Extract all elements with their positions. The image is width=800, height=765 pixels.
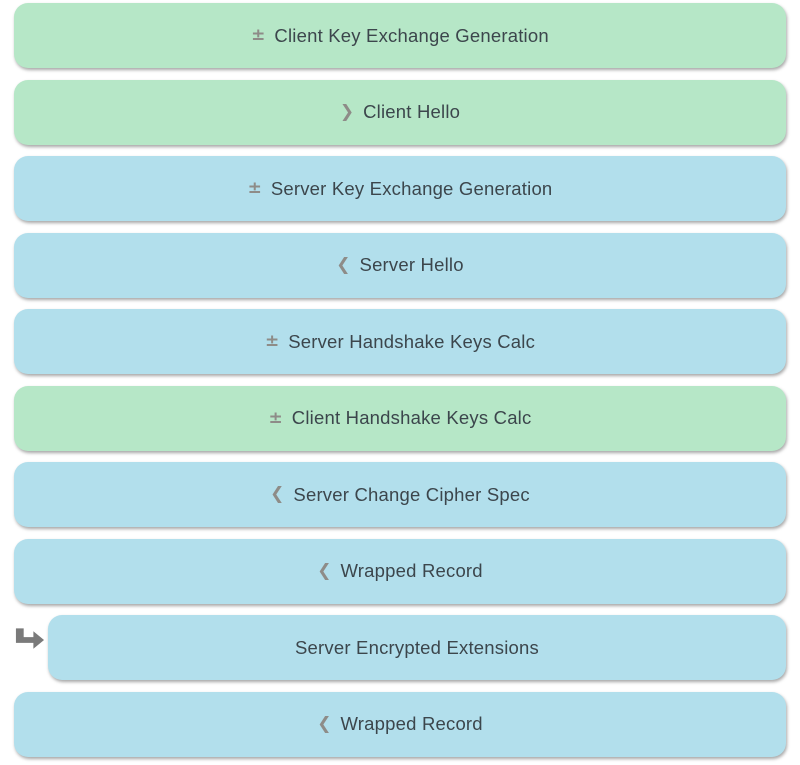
expand-icon: ± [264,331,280,351]
record-row-current: Server Encrypted Extensions [14,615,786,680]
chevron-left-icon: ❮ [336,254,351,275]
record-row: ❮ Server Hello [14,232,786,298]
record-row: ± Server Key Exchange Generation [14,156,786,221]
record-label: Wrapped Record [340,560,483,581]
record-row: ± Client Handshake Keys Calc [14,385,786,451]
record-row: ± Client Key Exchange Generation [14,3,786,68]
record-label: Client Key Exchange Generation [274,24,549,46]
record-label: Server Change Cipher Spec [293,483,530,505]
record-server-handshake-keys-calc[interactable]: ± Server Handshake Keys Calc [14,309,786,374]
expand-icon: ± [247,178,262,198]
chevron-left-icon: ❮ [270,484,285,504]
record-label: Server Hello [359,254,464,275]
record-server-hello[interactable]: ❮ Server Hello [14,232,786,298]
record-client-key-exchange-generation[interactable]: ± Client Key Exchange Generation [14,3,786,68]
record-server-key-exchange-generation[interactable]: ± Server Key Exchange Generation [14,156,786,221]
expand-icon: ± [268,407,283,428]
record-row: ± Server Handshake Keys Calc [14,309,786,374]
record-wrapped-record-1[interactable]: ❮ Wrapped Record [14,538,786,604]
record-client-hello[interactable]: ❯ Client Hello [14,79,786,145]
record-label: Server Key Exchange Generation [270,177,553,199]
record-row: ❯ Client Hello [14,79,786,145]
chevron-left-icon: ❮ [317,560,332,581]
chevron-left-icon: ❮ [317,713,332,734]
pointer-arrow-icon [15,628,45,649]
expand-icon: ± [251,25,266,45]
record-label: Client Handshake Keys Calc [291,407,532,428]
record-wrapped-record-2[interactable]: ❮ Wrapped Record [14,691,786,757]
record-row: ❮ Wrapped Record [14,538,786,604]
record-row: ❮ Wrapped Record [14,691,786,757]
record-label: Client Hello [363,101,461,122]
record-label: Server Handshake Keys Calc [288,330,536,352]
chevron-right-icon: ❯ [339,101,355,122]
record-row: ❮ Server Change Cipher Spec [14,462,786,527]
record-server-encrypted-extensions[interactable]: Server Encrypted Extensions [48,615,786,680]
record-label: Wrapped Record [340,713,483,734]
record-client-handshake-keys-calc[interactable]: ± Client Handshake Keys Calc [14,385,786,451]
record-label: Server Encrypted Extensions [295,636,539,658]
record-server-change-cipher-spec[interactable]: ❮ Server Change Cipher Spec [14,462,786,527]
